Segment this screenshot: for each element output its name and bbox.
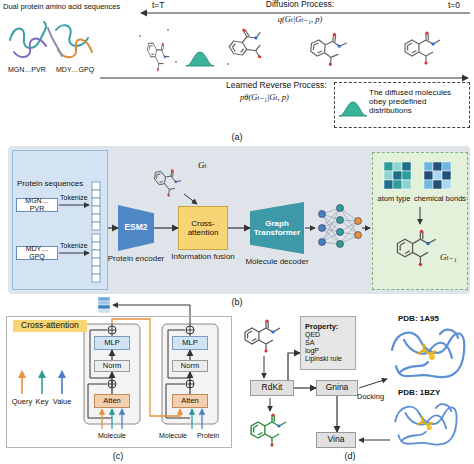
formula: q(Gₜ|Gₜ₋₁, p) bbox=[278, 15, 323, 25]
sequence-label: MDY…GPQ bbox=[56, 66, 94, 74]
graph-symbol: Gₜ₋₁ bbox=[440, 252, 457, 262]
attention-box: Atten bbox=[172, 394, 208, 408]
input-label: Molecule bbox=[98, 432, 126, 440]
node-text: Lipinski rule bbox=[305, 355, 342, 363]
panel-label: (d) bbox=[345, 451, 356, 461]
panel-label: (b) bbox=[232, 297, 243, 307]
node-text: MDY…GPQ bbox=[19, 245, 55, 261]
decoder-block: Graph TransformerMolecule decoder bbox=[250, 202, 304, 254]
tool-box: Gnina bbox=[316, 380, 358, 396]
node-text: Atten bbox=[103, 397, 121, 406]
step-label: Docking bbox=[357, 393, 384, 402]
sequence-box: MGN…PVR bbox=[16, 198, 58, 212]
flow-arrow bbox=[111, 372, 112, 394]
input-legend-label: Key bbox=[36, 398, 49, 407]
formula: pθ(Gₜ₋₁|Gₜ, p) bbox=[240, 93, 289, 103]
structure-label: PDB: 1BZY bbox=[398, 388, 440, 397]
encoder-block: ESM2Protein encoder bbox=[118, 205, 154, 251]
flow-arrow bbox=[108, 227, 118, 228]
mlp-box: MLP bbox=[172, 336, 208, 350]
attention-box: Atten bbox=[94, 394, 130, 408]
property-box: Property:QEDSAlogPLipinski rule bbox=[300, 316, 356, 370]
node-text: atom type bbox=[375, 195, 413, 204]
process-title: Learned Reverse Process: bbox=[226, 81, 327, 91]
input-legend-label: Query bbox=[12, 398, 32, 407]
block-caption: Protein encoder bbox=[108, 254, 164, 263]
time-label: t=T bbox=[152, 1, 165, 11]
panel-label: (c) bbox=[113, 451, 124, 461]
flow-arrow bbox=[154, 227, 178, 228]
node-text: Graph Transformer bbox=[252, 219, 302, 237]
flow-arrow bbox=[288, 353, 300, 380]
norm-box: Norm bbox=[94, 360, 130, 372]
sequence-label: MGN…PVR bbox=[8, 66, 46, 74]
graph-symbol: Gₜ bbox=[198, 160, 207, 170]
node-text: QED bbox=[305, 331, 320, 339]
node-text: Vina bbox=[328, 435, 345, 445]
block-caption: Information fusion bbox=[171, 252, 235, 261]
note-box: The diffused molecules obey predefined d… bbox=[334, 82, 470, 128]
flow-arrow bbox=[294, 387, 316, 388]
flow-arrow bbox=[189, 350, 190, 360]
flow-arrow bbox=[189, 372, 190, 394]
node-text: RdKit bbox=[262, 383, 283, 393]
node-text: Protein sequences bbox=[17, 179, 95, 188]
node-text: The diffused molecules obey predefined d… bbox=[369, 88, 467, 116]
input-caption: Dual protein amino acid sequences bbox=[3, 3, 120, 12]
flow-arrow bbox=[111, 350, 112, 360]
process-title: Diffusion Process: bbox=[266, 0, 334, 10]
node-text: Norm bbox=[103, 362, 121, 371]
node-text: logP bbox=[305, 347, 319, 355]
block-caption: Molecule decoder bbox=[245, 257, 308, 266]
node-text: Cross-attention bbox=[13, 320, 87, 332]
attention-panel: Cross-attentionMLP NormAtten MLP NormAtten bbox=[6, 316, 232, 448]
structure-label: PDB: 1A95 bbox=[398, 314, 439, 323]
node-text: Gnina bbox=[326, 383, 349, 393]
node-text: chemical bonds bbox=[413, 195, 467, 204]
block-outline bbox=[118, 205, 154, 251]
input-legend-label: Value bbox=[53, 398, 72, 407]
block-outline bbox=[250, 202, 304, 254]
node-text: Atten bbox=[181, 397, 199, 406]
tool-box: Vina bbox=[316, 432, 356, 448]
node-text: Property: bbox=[305, 323, 338, 332]
node-text: Cross-attention bbox=[181, 219, 225, 237]
tool-box: RdKit bbox=[250, 380, 294, 396]
sequence-box: MDY…GPQ bbox=[16, 246, 58, 260]
step-label: Tokenize bbox=[60, 194, 88, 202]
step-label: Tokenize bbox=[60, 242, 88, 250]
node-text: MGN…PVR bbox=[19, 197, 55, 213]
flow-arrow bbox=[228, 227, 250, 228]
node-text: MLP bbox=[182, 339, 197, 348]
node-text: SA bbox=[305, 339, 314, 347]
input-label: Protein bbox=[197, 432, 219, 440]
output-panel: atom typechemical bonds bbox=[372, 152, 468, 290]
time-label: t=0 bbox=[448, 1, 460, 11]
input-panel: Protein sequencesMGN…PVR MDY…GPQ bbox=[12, 150, 108, 290]
node-text: Norm bbox=[181, 362, 199, 371]
node-text: ESM2 bbox=[124, 223, 147, 233]
mlp-box: MLP bbox=[94, 336, 130, 350]
node-text: MLP bbox=[104, 339, 119, 348]
fusion-block: Cross-attentionInformation fusion bbox=[178, 206, 228, 250]
input-label: Molecule bbox=[159, 432, 187, 440]
panel-label: (a) bbox=[232, 132, 243, 142]
flow-arrow bbox=[336, 396, 337, 432]
norm-box: Norm bbox=[172, 360, 208, 372]
